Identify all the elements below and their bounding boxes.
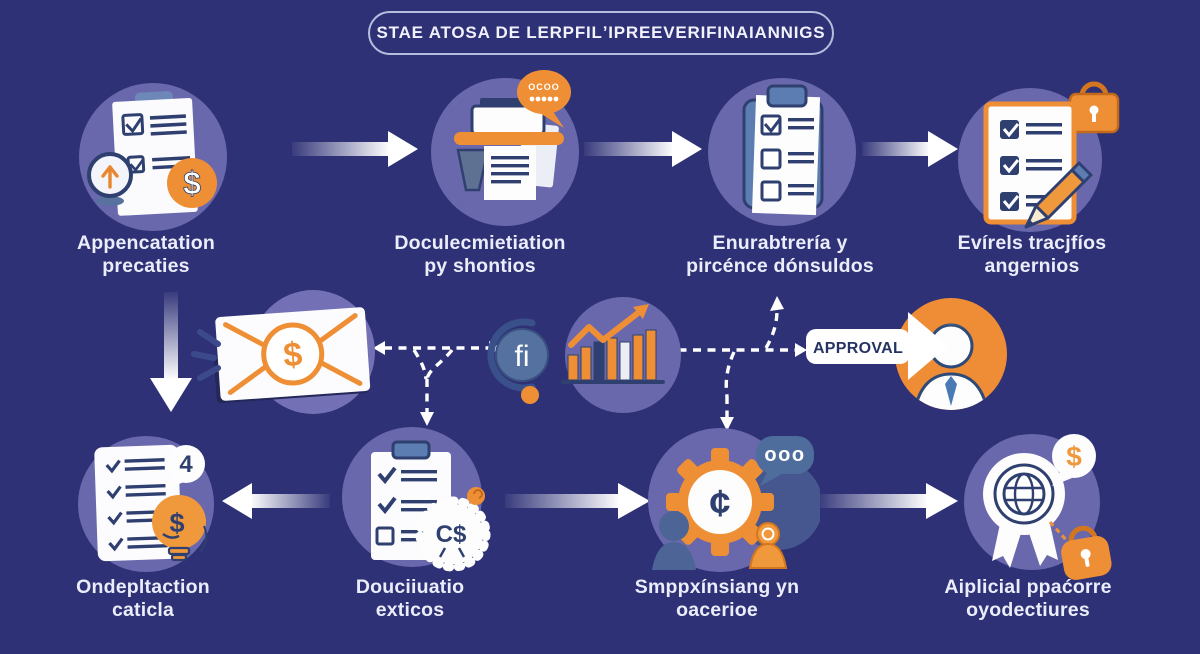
label-line: caticla: [111, 598, 175, 621]
flow-arrow-right-2: [584, 131, 702, 167]
currency-symbol: ¢: [709, 483, 730, 525]
flow-arrow-right-4: [505, 483, 650, 519]
approver-person-icon: [895, 298, 1007, 410]
bubble-dollar-symbol: $: [1066, 441, 1082, 472]
label-line: Smppxínsiang yn: [634, 576, 800, 598]
application-form-icon: $: [79, 83, 227, 231]
flow-arrow-right-3: [862, 131, 958, 167]
label-line: Douciiuatio: [355, 576, 465, 598]
step-label-douciiuatio: Douciiuatio exticos: [290, 576, 530, 621]
step-label-documentation: Doculecmietiation py shontios: [360, 232, 600, 277]
step-label-application: Appencatation precaties: [26, 232, 266, 277]
flow-arrow-right-5: [818, 483, 958, 519]
money-envelope-icon: $: [191, 290, 375, 414]
envelope-dollar-symbol: $: [282, 335, 304, 374]
seal-text: C$: [436, 521, 467, 548]
chat-bubble-icon: ooo: [756, 436, 814, 486]
bulb-dollar-symbol: $: [169, 508, 184, 538]
badge-number: 4: [179, 451, 193, 478]
coin-symbol: fi: [515, 340, 530, 373]
analysis-document-icon: 4 $: [78, 436, 214, 572]
stamp-seal-icon: C$: [415, 496, 491, 572]
label-line: Appencatation: [76, 232, 216, 254]
lock-icon: [1068, 81, 1120, 134]
label-line: oacerioe: [676, 598, 758, 621]
approval-banner: APPROVAL: [806, 312, 948, 380]
step-label-ondepltaction: Ondepltaction caticla: [23, 576, 263, 621]
printer-documents-icon: OCOO: [431, 70, 579, 226]
verified-checklist-pencil-icon: [958, 81, 1120, 232]
growth-chart-icon: [561, 297, 681, 413]
speech-bubble-icon: OCOO: [517, 70, 571, 128]
processing-gear-icon: ¢ ooo: [648, 428, 820, 572]
label-line: angernios: [984, 254, 1080, 277]
dollar-bubble-icon: $: [1052, 434, 1096, 486]
label-line: pircénce dónsuldos: [686, 254, 874, 277]
checklist-clipboard-icon: [708, 78, 856, 226]
coin-icon: fi: [487, 318, 549, 404]
dollar-bulb-icon: $: [152, 495, 208, 562]
label-line: Doculecmietiation: [394, 232, 566, 254]
orange-person-icon: [748, 522, 788, 569]
count-badge: 4: [164, 445, 205, 490]
step-label-verification: Evírels tracjfíos angernios: [912, 232, 1152, 277]
label-line: py shontios: [424, 254, 536, 277]
clock-icon: [87, 152, 133, 206]
step-label-review: Enurabtrería y pircénce dónsuldos: [660, 232, 900, 277]
person-silhouette-icon: [652, 511, 696, 570]
label-line: Enurabtrería y: [712, 232, 848, 254]
dollar-symbol: $: [183, 165, 201, 201]
label-line: exticos: [375, 598, 445, 621]
step-label-aiplicial: Aiplicial ppaćorre oyodectiures: [908, 576, 1148, 621]
padlock-icon: [1061, 525, 1112, 580]
step-label-smppxinsiang: Smppxínsiang yn oacerioe: [597, 576, 837, 621]
flow-arrow-down: [150, 292, 192, 412]
document-stamp-icon: C$: [342, 427, 491, 572]
label-line: Aiplicial ppaćorre: [944, 576, 1112, 598]
label-line: oyodectiures: [966, 598, 1090, 621]
label-line: Evírels tracjfíos: [957, 232, 1107, 254]
certified-globe-award-icon: $: [964, 434, 1112, 580]
bubble-dots: ooo: [764, 444, 805, 466]
pencil-icon: [1024, 161, 1093, 229]
title-banner: STAE ATOSA DE LERPFILʼIPREEVERIFINAIANNI…: [368, 11, 834, 55]
flow-arrow-left: [222, 483, 330, 519]
dollar-coin-icon: $: [167, 158, 217, 208]
approval-label: APPROVAL: [813, 340, 903, 357]
title-text: STAE ATOSA DE LERPFILʼIPREEVERIFINAIANNI…: [376, 23, 826, 42]
label-line: precaties: [102, 254, 190, 277]
flow-arrow-right-1: [292, 131, 418, 167]
globe-icon: [1002, 472, 1046, 516]
label-line: Ondepltaction: [76, 576, 210, 598]
speed-lines: [191, 329, 221, 381]
bubble-text: OCOO: [528, 82, 560, 92]
